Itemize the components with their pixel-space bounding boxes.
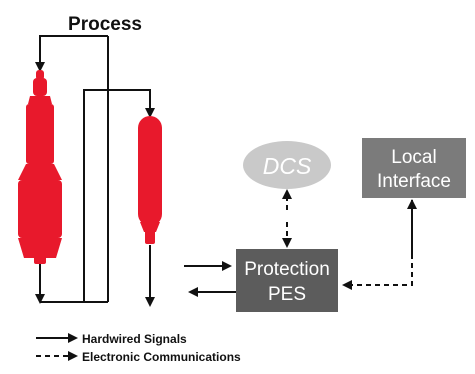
legend: Hardwired Signals Electronic Communicati…: [36, 332, 241, 364]
legend-electronic-label: Electronic Communications: [82, 350, 241, 364]
local-interface-box: [362, 138, 466, 198]
hardwired-io: [184, 261, 236, 297]
small-vessel: [138, 116, 162, 244]
dcs-node: DCS: [243, 141, 331, 189]
protection-pes-line1: Protection: [244, 259, 330, 280]
process-arrow-into-small-vessel: [83, 89, 155, 302]
dcs-ellipse: [243, 141, 331, 189]
local-interface-line2: Interface: [377, 171, 451, 192]
local-interface-line1: Local: [391, 147, 436, 168]
process-arrow-into-tall-column: [35, 35, 108, 72]
process-piping: [35, 35, 155, 307]
local-interface-to-pes-arrow: [342, 200, 413, 290]
tall-column-vessel: [18, 70, 62, 264]
legend-hardwired-label: Hardwired Signals: [82, 332, 187, 346]
electronic-links: [282, 189, 417, 290]
protection-pes-box: [236, 249, 338, 312]
dcs-label: DCS: [263, 153, 312, 179]
diagram-title: Process: [68, 14, 142, 35]
local-interface-node: Local Interface: [362, 138, 466, 198]
protection-pes-node: Protection PES: [236, 249, 338, 312]
protection-pes-line2: PES: [268, 284, 306, 305]
